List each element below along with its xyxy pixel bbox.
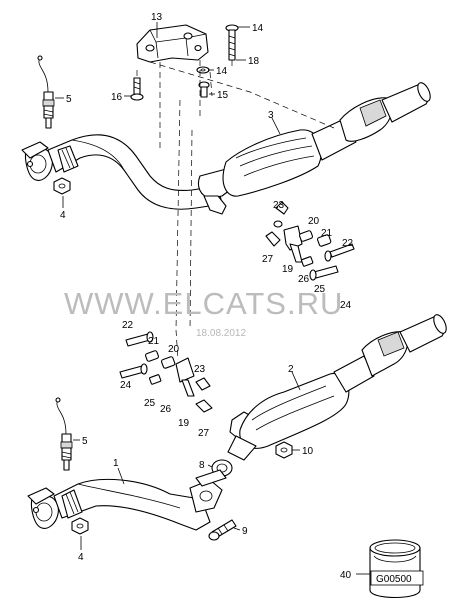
callout-19-upper[interactable]: 19	[282, 264, 294, 275]
bracket-bolt-15	[198, 81, 210, 98]
callout-23-lower[interactable]: 23	[194, 364, 206, 375]
catalytic-converter-upper	[197, 82, 431, 215]
bolt-9	[208, 519, 237, 541]
figure-code-box	[370, 570, 424, 586]
callout-24-upper[interactable]: 24	[340, 300, 352, 311]
watermark-text: WWW.ELCATS.RU	[64, 286, 343, 321]
callout-2[interactable]: 2	[288, 364, 294, 375]
callout-4-lower[interactable]: 4	[78, 552, 84, 563]
callout-9[interactable]: 9	[242, 526, 248, 537]
nut-4-upper	[53, 177, 71, 195]
callout-20-upper[interactable]: 20	[308, 216, 320, 227]
bracket-bolt-16	[130, 77, 144, 101]
callout-20-lower[interactable]: 20	[168, 344, 180, 355]
callout-15[interactable]: 15	[217, 90, 229, 101]
callout-4-upper[interactable]: 4	[60, 210, 66, 221]
callout-3[interactable]: 3	[268, 110, 274, 121]
callout-24-lower[interactable]: 24	[120, 380, 132, 391]
nut-4-lower	[71, 517, 89, 535]
hanger-hardware-lower	[119, 331, 213, 413]
date-stamp: 18.08.2012	[196, 328, 246, 339]
callout-40[interactable]: 40	[340, 570, 352, 581]
callout-14-top[interactable]: 14	[252, 23, 264, 34]
callout-18[interactable]: 18	[248, 56, 260, 67]
callout-22-lower[interactable]: 22	[122, 320, 134, 331]
oxygen-sensor-lower	[55, 397, 73, 471]
callout-26-upper[interactable]: 26	[298, 274, 310, 285]
callout-25-upper[interactable]: 25	[314, 284, 326, 295]
callout-23-upper[interactable]: 23	[273, 200, 285, 211]
callout-19-lower[interactable]: 19	[178, 418, 190, 429]
clamp-sleeve-40	[369, 539, 421, 598]
callout-27-lower[interactable]: 27	[198, 428, 210, 439]
callout-16[interactable]: 16	[111, 92, 123, 103]
callout-8[interactable]: 8	[199, 460, 205, 471]
callout-5-lower[interactable]: 5	[82, 436, 88, 447]
catalytic-converter-lower	[227, 314, 447, 461]
callout-14-mid[interactable]: 14	[216, 66, 228, 77]
callout-26-lower[interactable]: 26	[160, 404, 172, 415]
mounting-bracket	[136, 24, 209, 63]
callout-21-upper[interactable]: 21	[321, 228, 333, 239]
hanger-hardware-upper	[265, 201, 355, 281]
callout-27-upper[interactable]: 27	[262, 254, 274, 265]
callout-22-upper[interactable]: 22	[342, 238, 354, 249]
nut-10	[275, 441, 293, 459]
figure-code: G00500	[376, 574, 412, 585]
callout-5-upper[interactable]: 5	[66, 94, 72, 105]
front-exhaust-pipe-lower	[27, 469, 227, 531]
callout-13[interactable]: 13	[151, 12, 163, 23]
washer-upper	[196, 66, 210, 74]
bracket-bolt-upper	[225, 24, 239, 61]
callout-21-lower[interactable]: 21	[148, 336, 160, 347]
callout-10[interactable]: 10	[302, 446, 314, 457]
callout-1[interactable]: 1	[113, 458, 119, 469]
callout-25-lower[interactable]: 25	[144, 398, 156, 409]
oxygen-sensor-upper	[37, 55, 55, 129]
